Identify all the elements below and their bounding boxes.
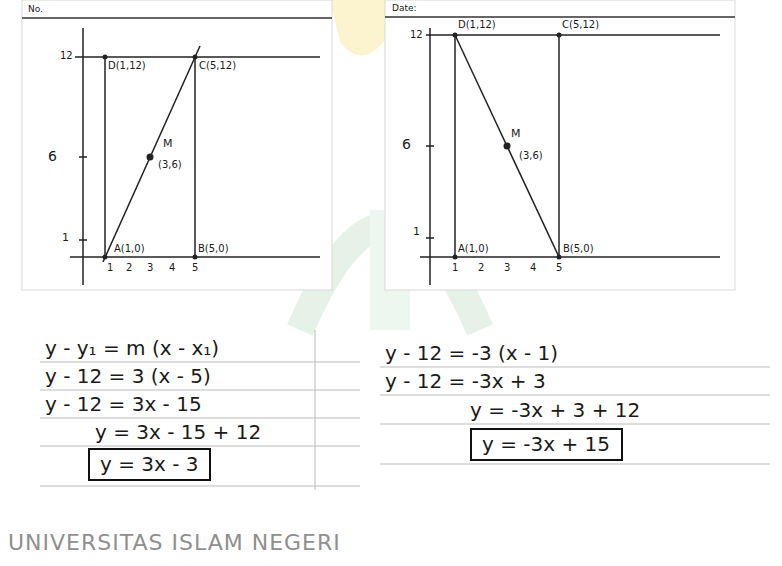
answer-box: y = 3x - 3 [88, 448, 211, 481]
axis-value: 3 [504, 262, 510, 274]
axis-value: 1 [413, 226, 420, 239]
ruled-lines [40, 330, 770, 490]
axis-value: 5 [556, 262, 562, 274]
axis-value: 6 [48, 148, 57, 164]
axis-value: 4 [169, 262, 175, 274]
point-label: C(5,12) [199, 60, 236, 72]
watermark-text: UNIVERSITAS ISLAM NEGERI [8, 530, 341, 555]
grid-line [426, 34, 720, 36]
point-label: (3,6) [158, 159, 182, 171]
point [557, 33, 562, 38]
point [557, 255, 562, 260]
point-label: (3,6) [519, 150, 543, 162]
axis-value: 4 [530, 262, 536, 274]
rectangle-side [454, 35, 456, 257]
answer-text: y = -3x + 15 [482, 433, 610, 456]
point [453, 33, 458, 38]
point [453, 255, 458, 260]
diagonal-line [103, 46, 200, 262]
equation-line: y - 12 = 3x - 15 [45, 393, 202, 416]
paper-rule [385, 16, 735, 18]
rectangle-side [194, 57, 196, 257]
equation-line: y - y₁ = m (x - x₁) [45, 337, 219, 360]
axis-tick [426, 145, 434, 147]
rectangle-side [558, 35, 560, 257]
point-label: B(5,0) [198, 243, 229, 255]
equation-line: y - 12 = -3x + 3 [385, 370, 546, 393]
point [193, 55, 198, 60]
point-label: M [511, 128, 521, 141]
axis-value: 12 [410, 29, 423, 41]
point-label: D(1,12) [458, 19, 496, 31]
axis-tick [79, 156, 87, 158]
midpoint [504, 143, 511, 150]
rectangle-side [104, 57, 106, 257]
x-axis [420, 256, 720, 258]
axis-value: 1 [452, 262, 458, 274]
page-header: No. [28, 4, 43, 14]
axis-value: 6 [402, 136, 411, 152]
diagonal-line [455, 35, 559, 257]
axis-value: 3 [147, 262, 153, 274]
axis-value: 5 [192, 262, 198, 274]
point [103, 255, 108, 260]
point-label: M [163, 138, 173, 151]
paper-rule [22, 17, 332, 19]
point [193, 255, 198, 260]
point-label: A(1,0) [458, 243, 489, 255]
axis-value: 1 [62, 232, 69, 245]
y-axis [429, 28, 431, 285]
axis-tick [426, 237, 434, 239]
point-label: D(1,12) [108, 60, 146, 72]
axis-value: 1 [107, 262, 113, 274]
equation-line: y = -3x + 3 + 12 [470, 399, 640, 422]
equation-line: y = 3x - 15 + 12 [95, 421, 261, 444]
paper-sheet [385, 0, 735, 290]
paper-sheet [22, 0, 332, 290]
answer-text: y = 3x - 3 [100, 453, 199, 476]
answer-box: y = -3x + 15 [470, 428, 623, 461]
equation-line: y - 12 = -3 (x - 1) [385, 342, 558, 365]
point-label: B(5,0) [563, 243, 594, 255]
point-label: C(5,12) [562, 19, 599, 31]
axis-value: 12 [60, 50, 73, 62]
point-label: A(1,0) [114, 243, 145, 255]
axis-tick [79, 239, 87, 241]
axis-value: 2 [478, 262, 484, 274]
page-header: Date: [392, 3, 417, 13]
midpoint [147, 154, 154, 161]
point [103, 55, 108, 60]
equation-line: y - 12 = 3 (x - 5) [45, 365, 211, 388]
axis-value: 2 [126, 262, 132, 274]
